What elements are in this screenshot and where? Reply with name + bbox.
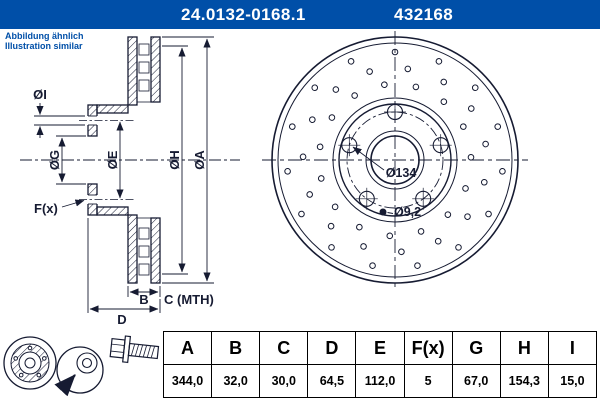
bolt-circle [346, 111, 444, 209]
cross-section-view [20, 36, 240, 284]
dim-label-dia-e: ØE [105, 150, 120, 169]
label-bolt-circle: Ø134 [386, 166, 417, 180]
spec-table: A B C D E F(x) G H I 344,0 32,0 30,0 64,… [162, 331, 598, 398]
spec-value-e: 112,0 [355, 364, 405, 398]
part-number: 24.0132-0168.1 [181, 5, 306, 24]
similarity-note-en: Illustration similar [5, 41, 83, 51]
spec-header-row: A B C D E F(x) G H I [162, 331, 598, 365]
dim-label-c-mth: C (MTH) [164, 292, 214, 307]
spec-header-g: G [451, 331, 501, 365]
spec-value-row: 344,0 32,0 30,0 64,5 112,0 5 67,0 154,3 … [162, 364, 598, 398]
dim-label-b: B [139, 292, 148, 307]
disc-pointer-icon [54, 346, 104, 397]
dim-label-dia-h: ØH [167, 150, 182, 170]
spec-value-g: 67,0 [451, 364, 501, 398]
spec-value-c: 30,0 [259, 364, 309, 398]
section-dimension-labels: ØI ØG ØE ØH ØA F(x) B C (MTH) D [33, 87, 214, 327]
spec-header-a: A [162, 331, 213, 365]
spec-header-e: E [355, 331, 405, 365]
spec-header-c: C [259, 331, 309, 365]
spec-value-i: 15,0 [547, 364, 598, 398]
section-dimensions [34, 36, 214, 313]
spec-header-b: B [211, 331, 261, 365]
disc-front-icon [3, 336, 57, 390]
spec-value-a: 344,0 [162, 364, 213, 398]
spec-header-i: I [547, 331, 598, 365]
spec-header-fx: F(x) [403, 331, 453, 365]
similarity-note-de: Abbildung ähnlich [5, 31, 84, 41]
front-view [262, 31, 528, 291]
dim-label-dia-g: ØG [47, 150, 62, 170]
dim-label-dia-i: ØI [33, 87, 47, 102]
spec-header-h: H [499, 331, 549, 365]
spec-value-b: 32,0 [211, 364, 261, 398]
similarity-note: Abbildung ähnlich Illustration similar [5, 31, 84, 51]
front-view-labels: Ø134 Ø9,2 [386, 166, 421, 219]
spec-value-fx: 5 [403, 364, 453, 398]
label-hole-diameter: Ø9,2 [394, 205, 421, 219]
header-bar: 24.0132-0168.1 432168 [0, 0, 600, 29]
bolt-icon [109, 335, 160, 364]
dim-label-fx: F(x) [34, 201, 58, 216]
spec-value-d: 64,5 [307, 364, 357, 398]
spec-value-h: 154,3 [499, 364, 549, 398]
dim-label-dia-a: ØA [192, 150, 207, 170]
drilled-hole-row [391, 48, 420, 91]
spec-header-d: D [307, 331, 357, 365]
dim-label-d: D [117, 312, 126, 327]
wheel-bolt-holes [338, 101, 452, 210]
highlighted-hole [379, 208, 387, 216]
article-number: 432168 [394, 5, 454, 24]
